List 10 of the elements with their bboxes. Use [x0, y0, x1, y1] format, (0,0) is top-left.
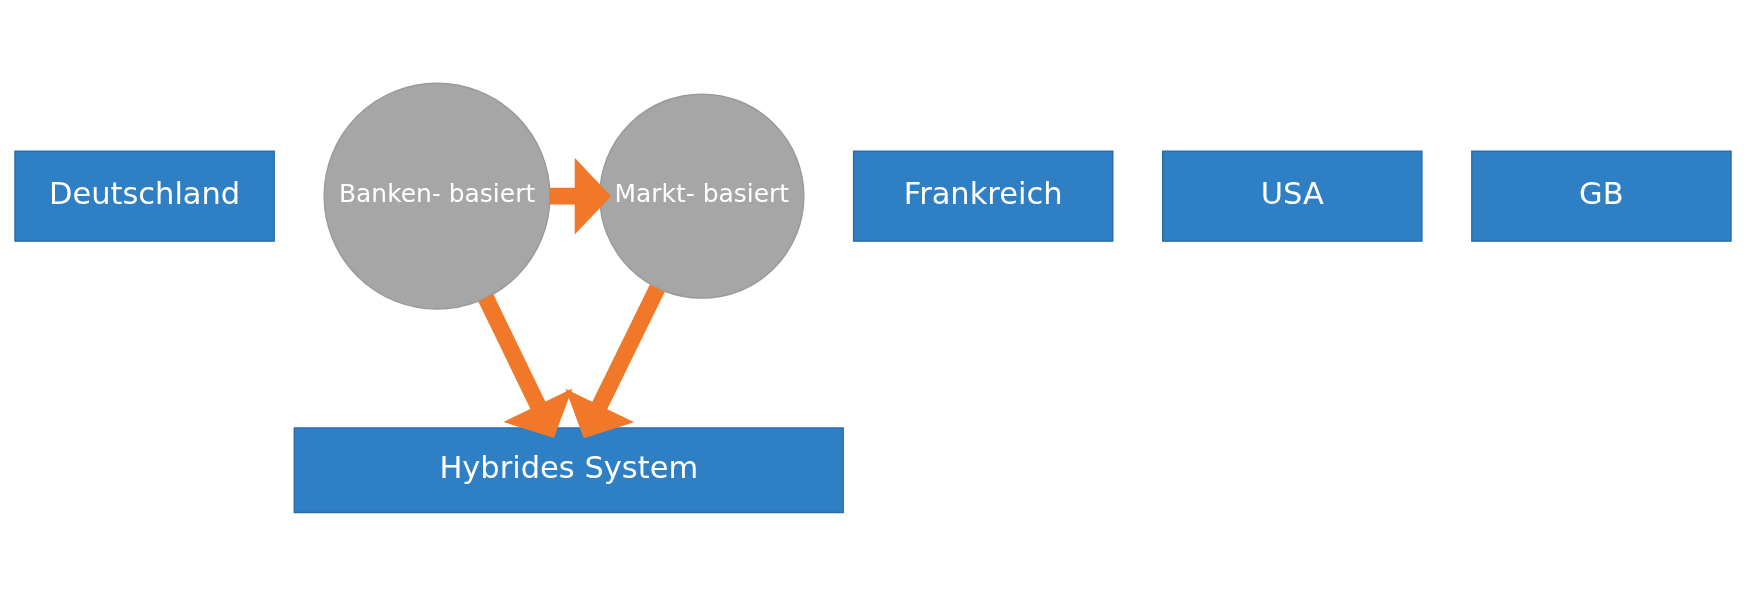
- arrow: [478, 294, 573, 439]
- arrow: [565, 284, 665, 439]
- arrow: [549, 157, 612, 235]
- node-box: Frankreich: [852, 150, 1114, 242]
- node-box: USA: [1162, 150, 1423, 242]
- node-box: Hybrides System: [293, 427, 844, 514]
- node-box: Deutschland: [14, 150, 275, 242]
- node-circle: Banken- basiert: [323, 82, 551, 310]
- node-box: GB: [1471, 150, 1732, 242]
- node-circle: Markt- basiert: [599, 93, 805, 299]
